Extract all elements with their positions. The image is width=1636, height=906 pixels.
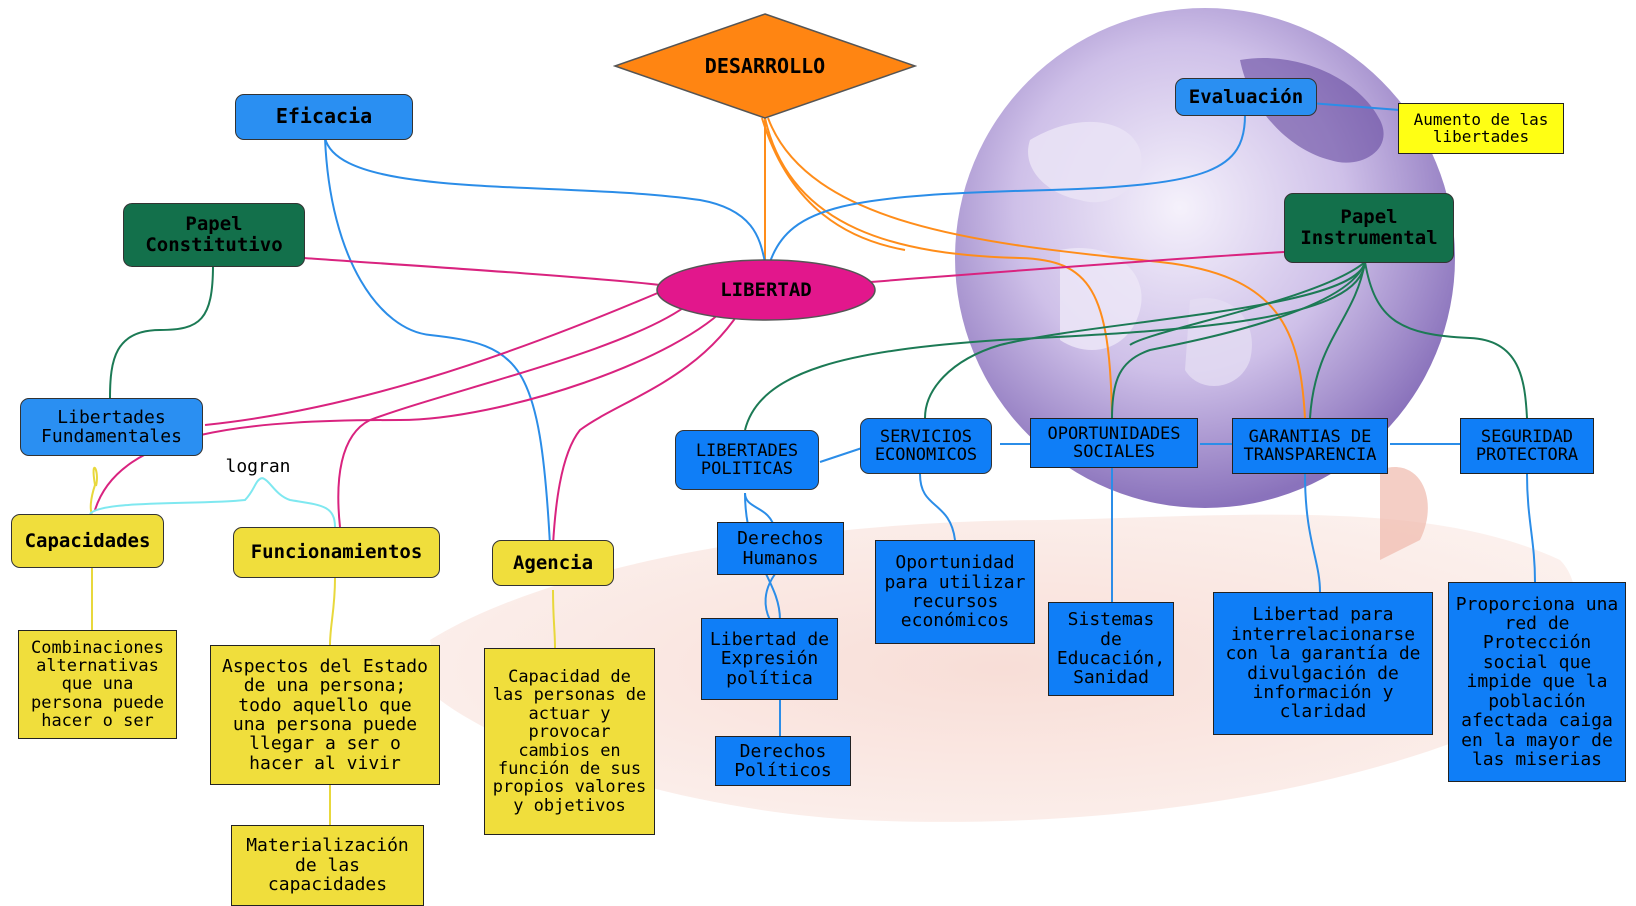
blue-links bbox=[324, 102, 1536, 738]
seguridad-protectora-node: SEGURIDAD PROTECTORA bbox=[1460, 418, 1594, 474]
funcionamientos-node: Funcionamientos bbox=[233, 527, 440, 578]
eficacia-node: Eficacia bbox=[235, 94, 413, 140]
capacidad-actuar-box: Capacidad de las personas de actuar y pr… bbox=[484, 648, 655, 835]
evaluacion-node: Evaluación bbox=[1175, 78, 1317, 116]
derechos-humanos-box: Derechos Humanos bbox=[717, 522, 844, 575]
libertad-ellipse bbox=[656, 259, 876, 321]
libertad-label: LIBERTAD bbox=[720, 279, 812, 301]
oportunidades-sociales-node: OPORTUNIDADES SOCIALES bbox=[1030, 418, 1198, 468]
garantias-transparencia-node: GARANTIAS DE TRANSPARENCIA bbox=[1232, 418, 1388, 474]
papel-links bbox=[109, 261, 1528, 431]
aspectos-box: Aspectos del Estado de una persona; todo… bbox=[210, 645, 440, 785]
desarrollo-links bbox=[761, 117, 1306, 419]
libertad-expresion-box: Libertad de Expresión política bbox=[701, 618, 838, 700]
papel-constitutivo-node: Papel Constitutivo bbox=[123, 203, 305, 267]
papel-instrumental-node: Papel Instrumental bbox=[1284, 193, 1454, 263]
sistemas-educacion-box: Sistemas de Educación, Sanidad bbox=[1048, 602, 1174, 696]
proporciona-proteccion-box: Proporciona una red de Protección social… bbox=[1448, 582, 1626, 782]
libertades-fundamentales-node: Libertades Fundamentales bbox=[20, 398, 203, 456]
oportunidad-recursos-box: Oportunidad para utilizar recursos econó… bbox=[875, 540, 1035, 644]
libertades-politicas-node: LIBERTADES POLITICAS bbox=[675, 430, 819, 490]
libertad-interrelacionarse-box: Libertad para interrelacionarse con la g… bbox=[1213, 592, 1433, 735]
logran-links bbox=[89, 477, 336, 528]
logran-label: logran bbox=[225, 456, 291, 478]
servicios-economicos-node: SERVICIOS ECONOMICOS bbox=[860, 418, 992, 474]
agencia-node: Agencia bbox=[492, 540, 614, 586]
capacidades-node: Capacidades bbox=[11, 514, 164, 568]
aumento-libertades-note: Aumento de las libertades bbox=[1398, 103, 1564, 154]
derechos-politicos-box: Derechos Políticos bbox=[715, 736, 851, 786]
desarrollo-label: DESARROLLO bbox=[704, 54, 826, 78]
combinaciones-box: Combinaciones alternativas que una perso… bbox=[18, 630, 177, 739]
materializacion-box: Materialización de las capacidades bbox=[231, 825, 424, 906]
desarrollo-diamond bbox=[613, 13, 917, 119]
